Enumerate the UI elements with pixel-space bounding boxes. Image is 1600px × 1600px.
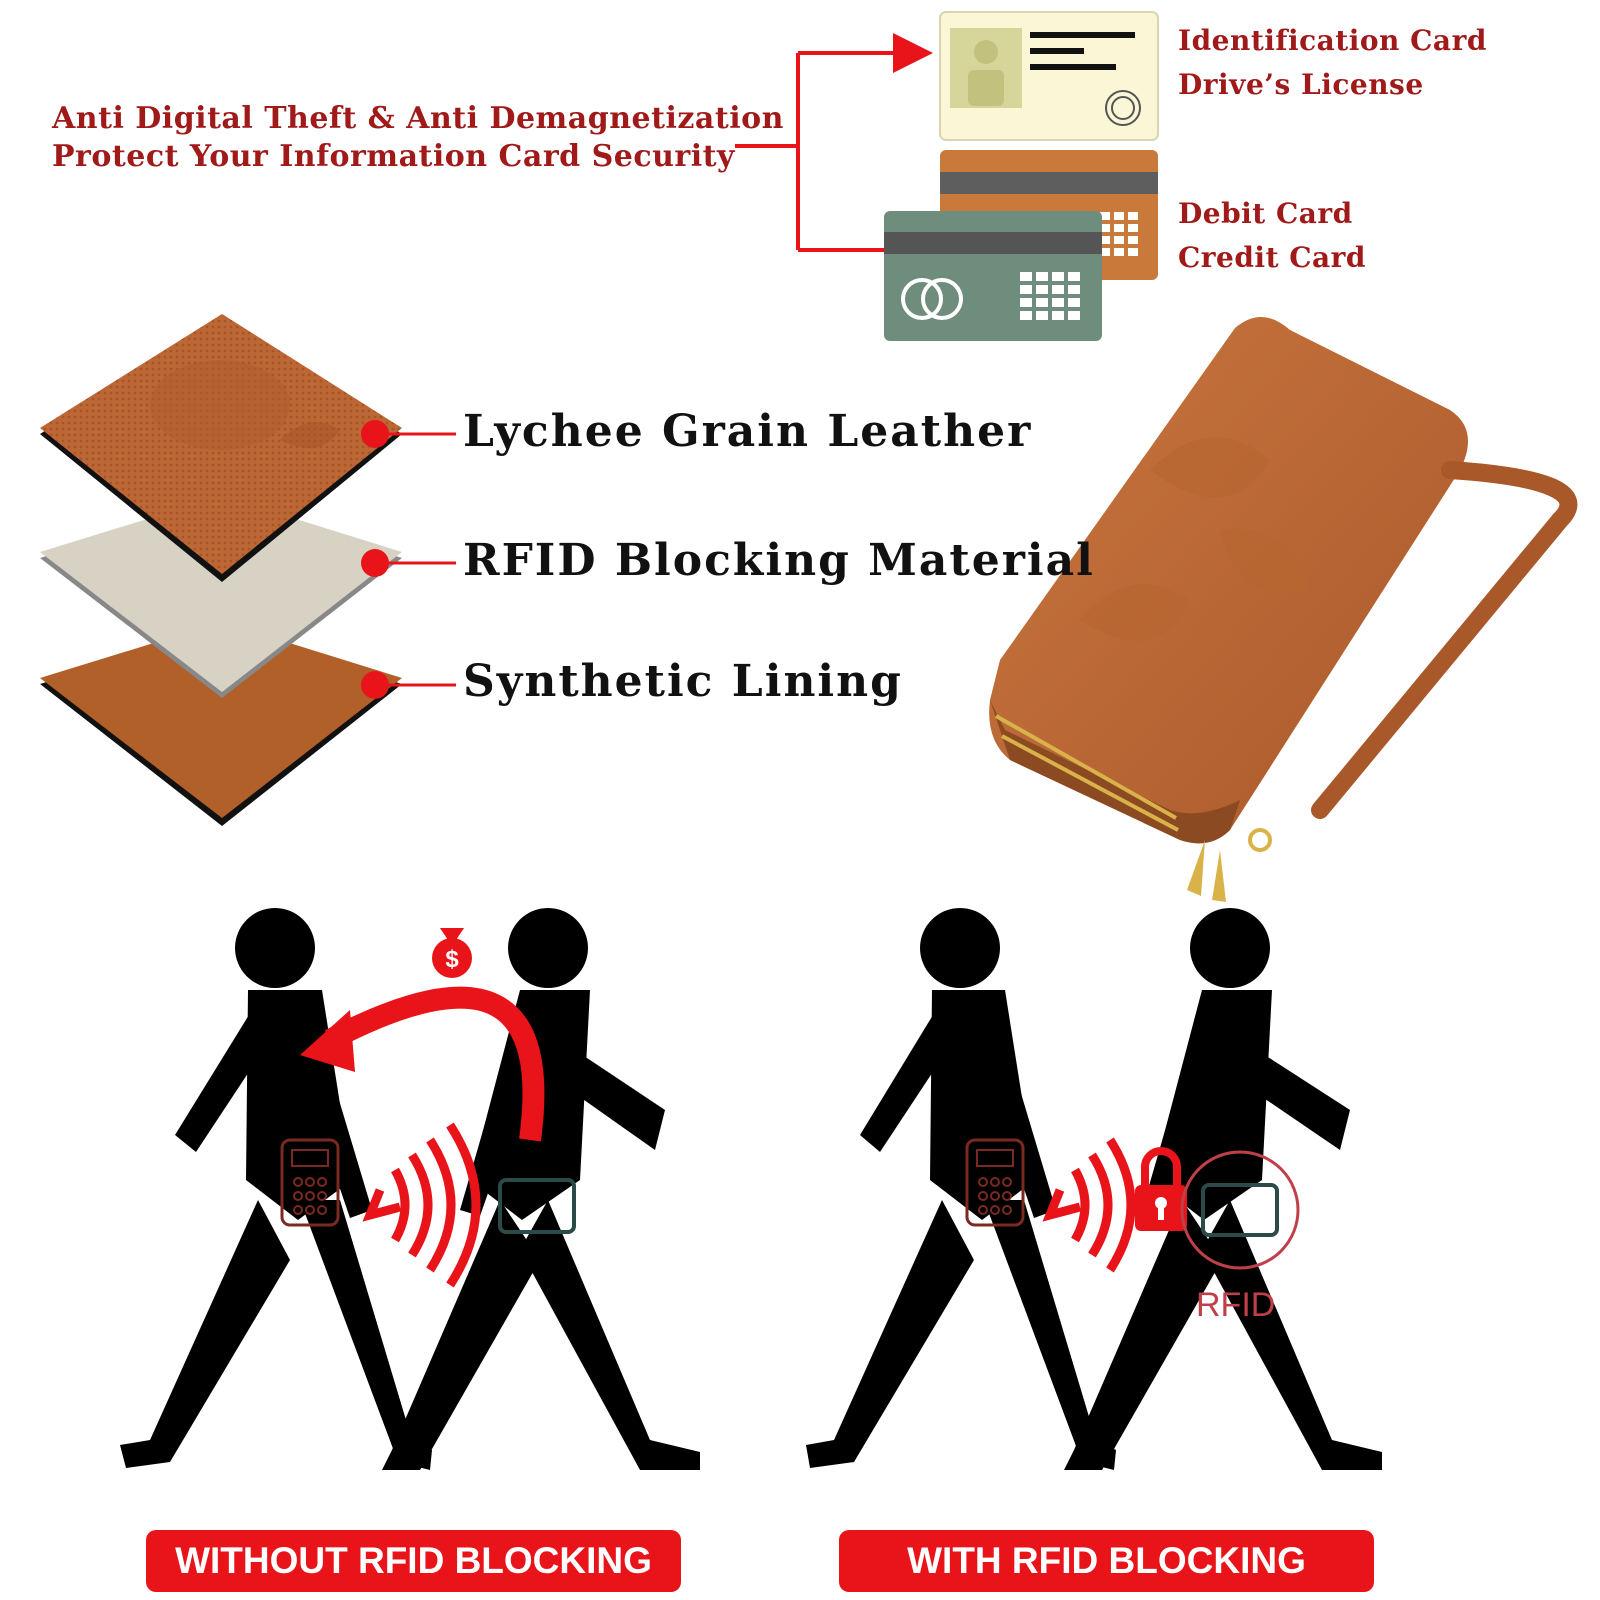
credit-card-icon [884, 211, 1102, 341]
headline: Anti Digital Theft & Anti Demagnetizatio… [52, 100, 784, 176]
money-bag-icon: $ [432, 928, 472, 978]
without-rfid-banner: WITHOUT RFID BLOCKING [146, 1530, 681, 1592]
rfid-signal-waves-right [1042, 1137, 1136, 1273]
layer-synthetic-lining [40, 622, 402, 826]
svg-text:$: $ [445, 946, 459, 973]
id-card-labels: Identification Card Drive’s License [1178, 19, 1487, 107]
wallet-icon-left [498, 1178, 576, 1234]
rfid-mark-text: RFID [1196, 1286, 1276, 1324]
padlock-icon [1135, 1147, 1187, 1231]
person-right-2-silhouette [1064, 908, 1382, 1470]
id-card-icon [939, 11, 1159, 141]
layer-lychee-leather [40, 314, 402, 582]
layer-label-lining: Synthetic Lining [463, 656, 903, 707]
debit-card-label: Debit Card [1178, 197, 1353, 230]
layer-callouts [361, 420, 456, 699]
bank-card-labels: Debit Card Credit Card [1178, 192, 1366, 280]
rfid-shield-circle [1180, 1150, 1300, 1270]
card-reader-icon-left [280, 1138, 340, 1227]
layer-label-leather: Lychee Grain Leather [463, 406, 1033, 457]
person-left-2-silhouette [382, 908, 700, 1470]
person-left-1-silhouette [120, 908, 432, 1470]
card-reader-icon-right [965, 1138, 1025, 1227]
person-right-1-silhouette [806, 908, 1116, 1470]
headline-line-1: Anti Digital Theft & Anti Demagnetizatio… [52, 101, 784, 136]
layer-rfid-material [40, 496, 402, 698]
with-rfid-banner: WITH RFID BLOCKING [839, 1530, 1374, 1592]
headline-line-2: Protect Your Information Card Security [52, 139, 735, 174]
id-card-label: Identification Card [1178, 24, 1487, 57]
drivers-license-label: Drive’s License [1178, 68, 1424, 101]
credit-card-label: Credit Card [1178, 241, 1367, 274]
layer-label-rfid: RFID Blocking Material [463, 535, 1095, 586]
theft-arrow [300, 986, 545, 1142]
wallet-product-image [989, 316, 1578, 902]
rfid-signal-waves-left [362, 1122, 481, 1288]
